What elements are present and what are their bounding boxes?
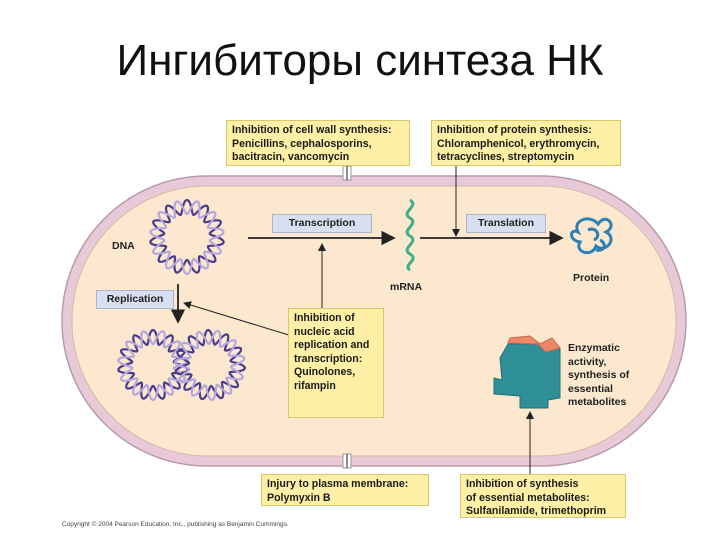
enzyme-icon — [493, 335, 561, 409]
transcription-tag: Transcription — [272, 214, 372, 233]
dna-label: DNA — [112, 240, 135, 252]
replicated-dna-icon — [117, 328, 247, 402]
protein-label: Protein — [573, 272, 610, 284]
protein-icon — [570, 217, 613, 255]
replication-tag: Replication — [96, 290, 174, 309]
enzymatic-activity-label: Enzymatic activity, synthesis of essenti… — [568, 342, 630, 408]
mrna-label: mRNA — [390, 281, 423, 293]
protein-inhibition-box: Inhibition of protein synthesis: Chloram… — [431, 120, 621, 166]
metabolite-inhibition-box: Inhibition of synthesis of essential met… — [460, 474, 626, 518]
dna-circle-icon — [149, 198, 225, 276]
mrna-icon — [405, 198, 415, 272]
replication-inhibition-line — [183, 301, 293, 337]
copyright-notice: Copyright © 2004 Pearson Education, Inc.… — [62, 521, 289, 528]
translation-tag: Translation — [466, 214, 546, 233]
membrane-injury-box: Injury to plasma membrane: Polymyxin B — [261, 474, 429, 506]
slide-title: Ингибиторы синтеза НК — [116, 36, 604, 85]
nucleic-acid-inhibition-box: Inhibition of nucleic acid replication a… — [288, 308, 384, 418]
cell-wall-inhibition-box: Inhibition of cell wall synthesis: Penic… — [226, 120, 410, 166]
